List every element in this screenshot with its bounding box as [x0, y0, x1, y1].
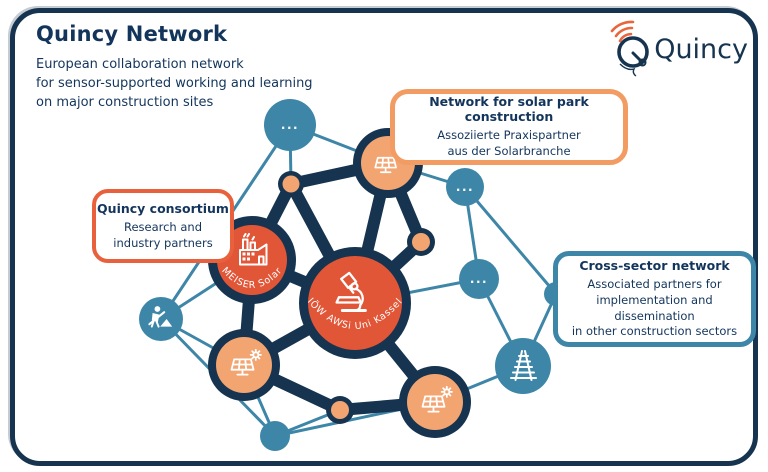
ellipsis-label: ... — [470, 272, 488, 286]
page-subtitle: European collaboration network for senso… — [36, 57, 313, 110]
callout-cross-sector-network: Cross-sector network Associated partners… — [553, 251, 756, 347]
junction-nodes — [278, 171, 435, 424]
callout-body: Associated partners for implementation a… — [571, 277, 738, 339]
callout-title: Quincy consortium — [97, 200, 229, 216]
page-title: Quincy Network — [36, 22, 228, 46]
callout-solar-park-network: Network for solar park construction Asso… — [390, 89, 628, 165]
microscope-icon — [335, 271, 367, 313]
callout-title: Network for solar park construction — [429, 94, 589, 125]
node-partners-right-upper — [446, 168, 484, 206]
callout-title: Cross-sector network — [579, 258, 730, 274]
node-partners-right-lower — [459, 259, 499, 299]
node-partner-small — [260, 421, 290, 451]
junction-node — [412, 233, 430, 251]
solar-nodes — [208, 128, 471, 438]
callout-body: Research and industry partners — [113, 219, 213, 250]
quincy-logo-q-icon — [610, 20, 649, 77]
quincy-logo: Quincy — [606, 20, 748, 78]
node-fill — [217, 225, 287, 295]
ellipsis-label: ... — [281, 118, 299, 132]
node-construction-sector — [139, 297, 183, 341]
junction-node — [331, 401, 349, 419]
construction-worker-icon — [148, 306, 173, 328]
callout-quincy-consortium: Quincy consortium Research and industry … — [92, 189, 234, 263]
node-partners-top — [264, 99, 316, 151]
factory-icon — [239, 233, 268, 266]
ellipsis-label: ... — [456, 180, 474, 194]
solar-panel-icon — [230, 348, 262, 376]
edge — [463, 186, 558, 295]
junction-node — [282, 175, 300, 193]
quincy-logo-text: Quincy — [654, 33, 748, 65]
node-central-research: IÖW AWSi Uni Kassel — [299, 247, 411, 359]
callout-body: Assoziierte Praxispartner aus der Solarb… — [437, 128, 581, 158]
railway-icon — [510, 350, 537, 381]
solar-panel-icon — [421, 385, 453, 413]
